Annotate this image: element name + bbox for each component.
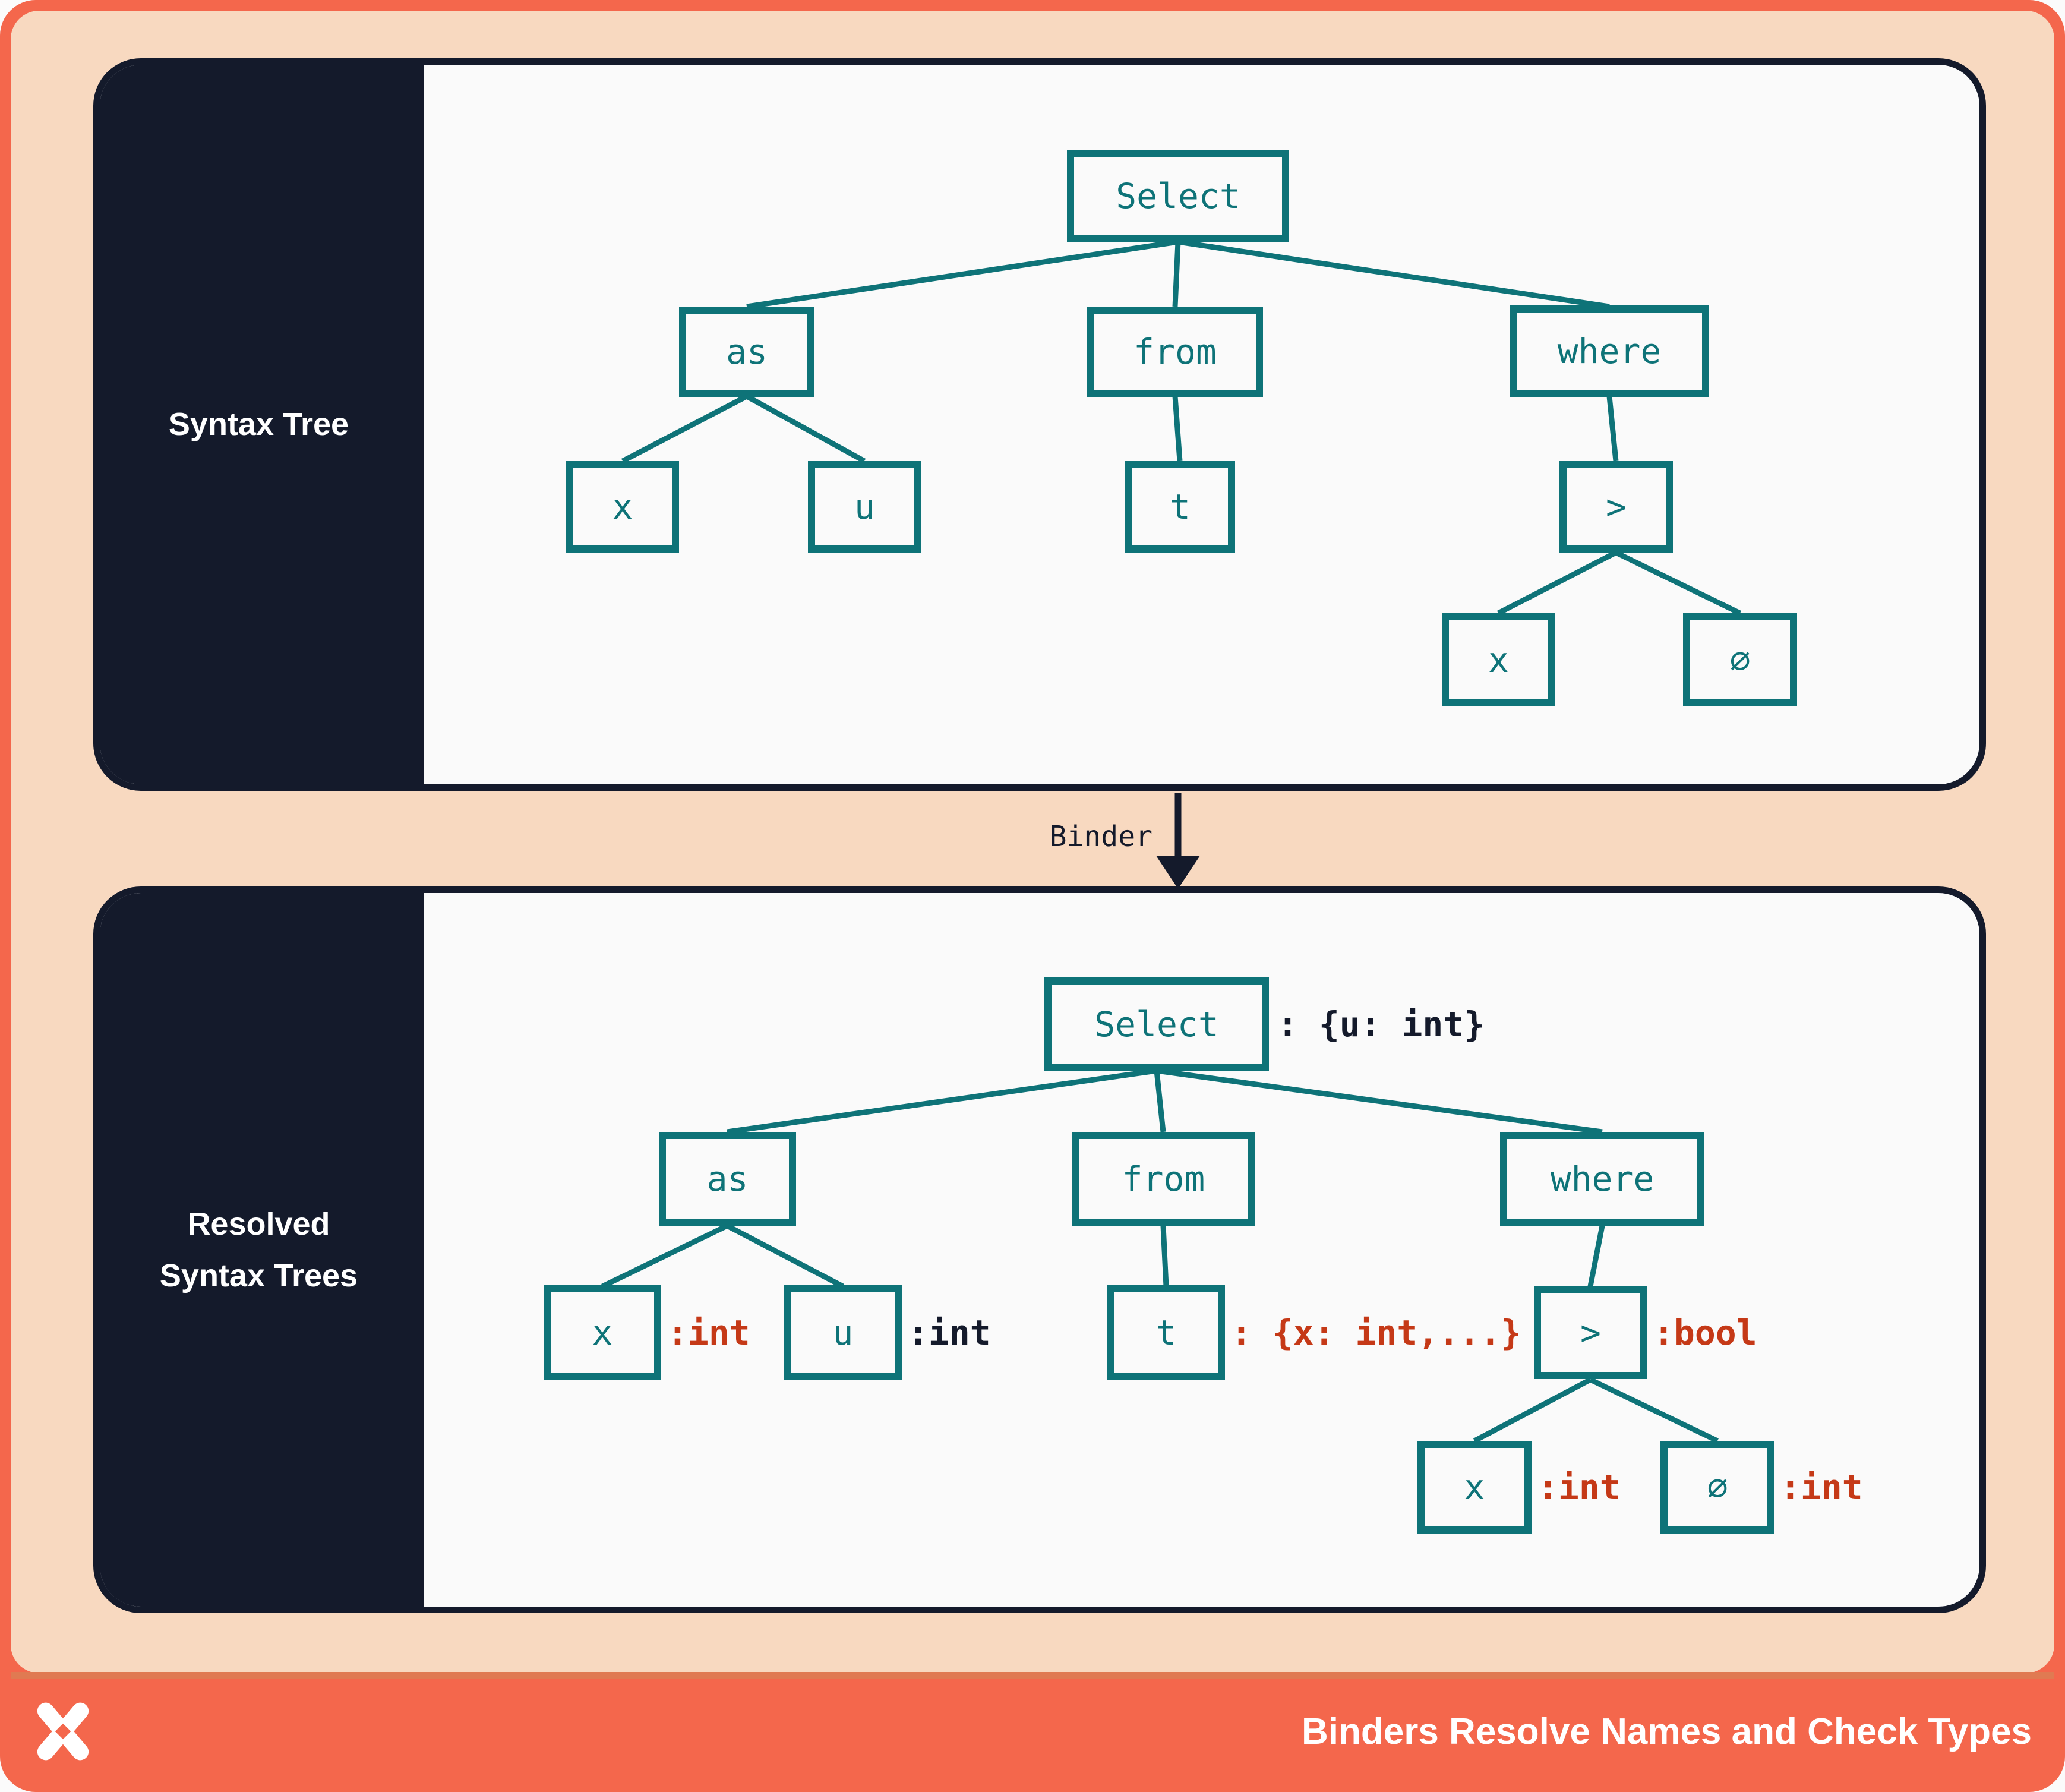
resolved-node-x-2: x [1417,1441,1532,1534]
syntax-tree-panel-label: Syntax Tree [168,406,349,442]
resolved-x-2-type: :int [1537,1467,1621,1507]
resolved-syntax-trees-panel-sidebar: Resolved Syntax Trees [100,893,424,1607]
resolved-node-t: t [1107,1285,1225,1380]
tree-node-x-2: x [1442,613,1555,706]
resolved-node-x: x [544,1285,661,1380]
resolved-zero-type: :int [1780,1467,1863,1507]
brand-logo-icon [37,1702,89,1761]
tree-node-u: u [808,461,921,553]
tree-node-as: as [679,307,814,397]
resolved-select-type: : {u: int} [1277,1004,1485,1045]
tree-node-x: x [566,461,679,553]
resolved-gt-type: :bool [1653,1312,1757,1353]
tree-node-zero: ∅ [1683,613,1797,706]
tree-node-from: from [1087,307,1263,397]
tree-node-select: Select [1067,150,1289,242]
resolved-node-gt: > [1534,1286,1647,1379]
resolved-x-type: :int [667,1312,750,1353]
syntax-tree-panel: Syntax Tree [93,58,1986,791]
resolved-panel-label-line2: Syntax Trees [159,1257,358,1293]
resolved-syntax-trees-panel: Resolved Syntax Trees [93,886,1986,1613]
resolved-node-where: where [1500,1132,1704,1226]
binder-label: Binder [1049,820,1153,853]
resolved-node-select: Select [1044,977,1269,1071]
resolved-panel-label-line1: Resolved [187,1206,330,1242]
resolved-t-type: : {x: int,...} [1231,1312,1521,1353]
footer-title: Binders Resolve Names and Check Types [1301,1711,2032,1752]
resolved-node-as: as [659,1132,796,1226]
resolved-node-u: u [784,1285,902,1380]
resolved-node-from: from [1072,1132,1255,1226]
tree-node-t: t [1125,461,1235,553]
tree-node-gt: > [1559,461,1673,553]
resolved-u-type: :int [908,1312,991,1353]
tree-node-where: where [1510,305,1709,397]
footer-divider [11,1672,2054,1679]
syntax-tree-panel-sidebar: Syntax Tree [100,65,424,784]
resolved-node-zero: ∅ [1660,1441,1774,1534]
